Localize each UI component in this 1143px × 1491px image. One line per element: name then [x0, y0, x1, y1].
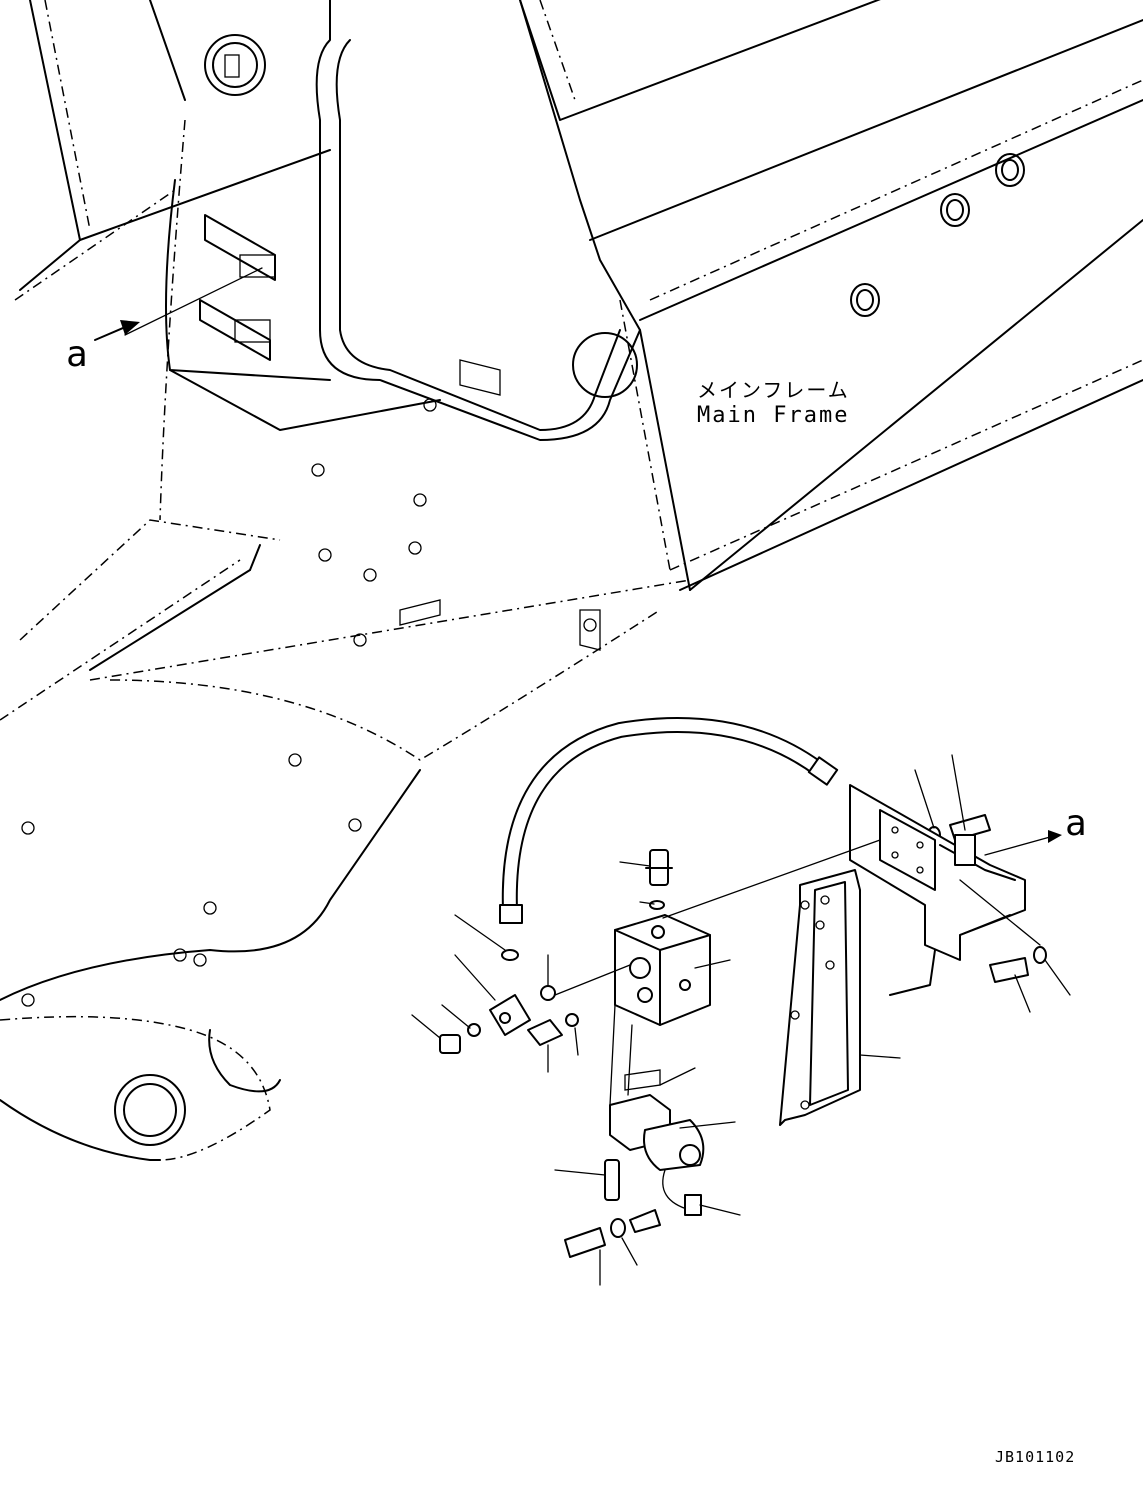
mounting-bracket [849, 784, 1026, 996]
pressure-switch [645, 849, 673, 886]
leader-lines [124, 267, 1071, 1286]
hydraulic-hose [499, 717, 839, 924]
view-mark-left: a [66, 334, 88, 375]
frame-label-en: Main Frame [697, 403, 849, 428]
fittings [439, 900, 665, 1054]
bolts [564, 814, 1047, 1258]
view-arrow-left [94, 320, 140, 341]
main-frame [0, 0, 1143, 1161]
frame-label-jp: メインフレーム [697, 378, 850, 402]
drawing-number: JB101102 [995, 1448, 1075, 1466]
valve-block [614, 914, 711, 1026]
view-mark-right: a [1065, 803, 1087, 844]
solenoid-valve [609, 1069, 705, 1216]
view-arrow-right [1048, 830, 1062, 843]
guard-plate [779, 869, 861, 1126]
